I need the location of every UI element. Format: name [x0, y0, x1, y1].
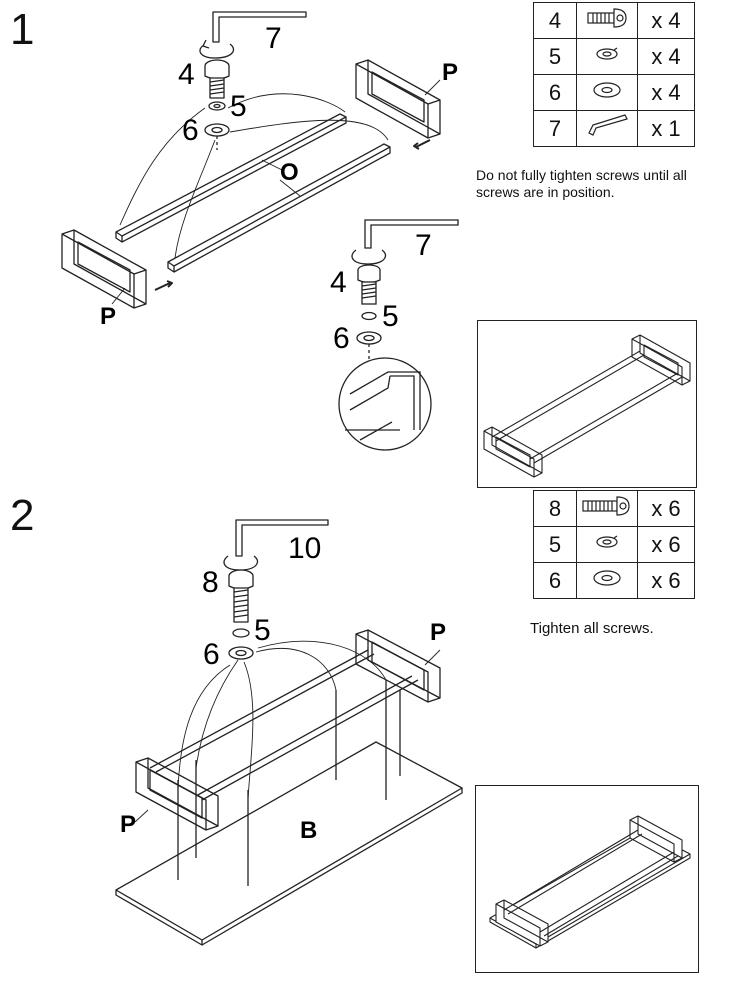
part-number: 6: [533, 562, 577, 599]
part-quantity: x 4: [637, 74, 695, 111]
step2-callout-leg-left: P: [120, 811, 136, 838]
leg-left: [61, 229, 147, 309]
washer-icon: [204, 123, 230, 137]
step-2-number: 2: [10, 491, 35, 540]
parts-row: 6 x 6: [533, 562, 695, 599]
washer-icon: [576, 74, 638, 111]
step1-callout-wrench: 7: [265, 22, 282, 55]
lock-washer-icon: [208, 101, 226, 111]
part-quantity: x 6: [637, 562, 695, 599]
part-number: 7: [533, 110, 577, 147]
step2-callout-board: B: [300, 817, 317, 844]
step2-callout-washer: 6: [203, 638, 220, 671]
part-quantity: x 4: [637, 38, 695, 75]
step1-detail-callout-washer: 6: [333, 322, 350, 355]
step-2-result-panel: [475, 785, 699, 973]
screw-icon: [576, 2, 638, 39]
part-number: 4: [533, 2, 577, 39]
part-number: 5: [533, 526, 577, 563]
step-1-number: 1: [10, 5, 35, 54]
part-number: 5: [533, 38, 577, 75]
screw-icon: [204, 59, 230, 99]
step1-detail-callout-wrench: 7: [415, 229, 432, 262]
lock-washer-icon: [576, 38, 638, 75]
part-number: 8: [533, 490, 577, 527]
parts-row: 4 x 4: [533, 2, 695, 39]
lock-washer-icon: [576, 526, 638, 563]
step1-callout-screw: 4: [178, 58, 195, 91]
parts-row: 6 x 4: [533, 74, 695, 111]
part-quantity: x 6: [637, 526, 695, 563]
step-1-parts-table: 4 x 4 5 x 4 6 x 4 7 x 1: [533, 2, 695, 147]
step-2-result-image: [489, 815, 691, 949]
step2-callout-wrench: 10: [288, 532, 321, 565]
parts-row: 5 x 6: [533, 526, 695, 563]
step-1-note: Do not fully tighten screws until all sc…: [476, 167, 687, 200]
step1-callout-leg-right: P: [442, 59, 458, 86]
step-2-parts-table: 8 x 6 5 x 6 6 x 6: [533, 490, 695, 599]
step2-callout-screw: 8: [202, 566, 219, 599]
step-1-result-panel: [477, 320, 697, 488]
part-number: 6: [533, 74, 577, 111]
parts-row: 5 x 4: [533, 38, 695, 75]
rails: [115, 113, 391, 273]
step-2-note: Tighten all screws.: [530, 620, 654, 637]
allen-key-icon: [576, 110, 638, 147]
parts-row: 8 x 6: [533, 490, 695, 527]
part-quantity: x 6: [637, 490, 695, 527]
step2-callout-leg-right: P: [430, 619, 446, 646]
washer-icon: [576, 562, 638, 599]
step1-detail-callout-screw: 4: [330, 266, 347, 299]
step1-callout-rails: O: [280, 159, 299, 186]
step2-callout-lock-washer: 5: [254, 614, 271, 647]
screw-icon: [576, 490, 638, 527]
leg-right: [355, 59, 441, 139]
allen-key-icon: [212, 11, 307, 43]
part-quantity: x 1: [637, 110, 695, 147]
step1-detail-callout-lock-washer: 5: [382, 300, 399, 333]
step1-callout-leg-left: P: [100, 303, 116, 330]
step1-callout-washer: 6: [182, 114, 199, 147]
step1-callout-lock-washer: 5: [230, 90, 247, 123]
step-1-result-image: [483, 334, 691, 478]
part-quantity: x 4: [637, 2, 695, 39]
parts-row: 7 x 1: [533, 110, 695, 147]
